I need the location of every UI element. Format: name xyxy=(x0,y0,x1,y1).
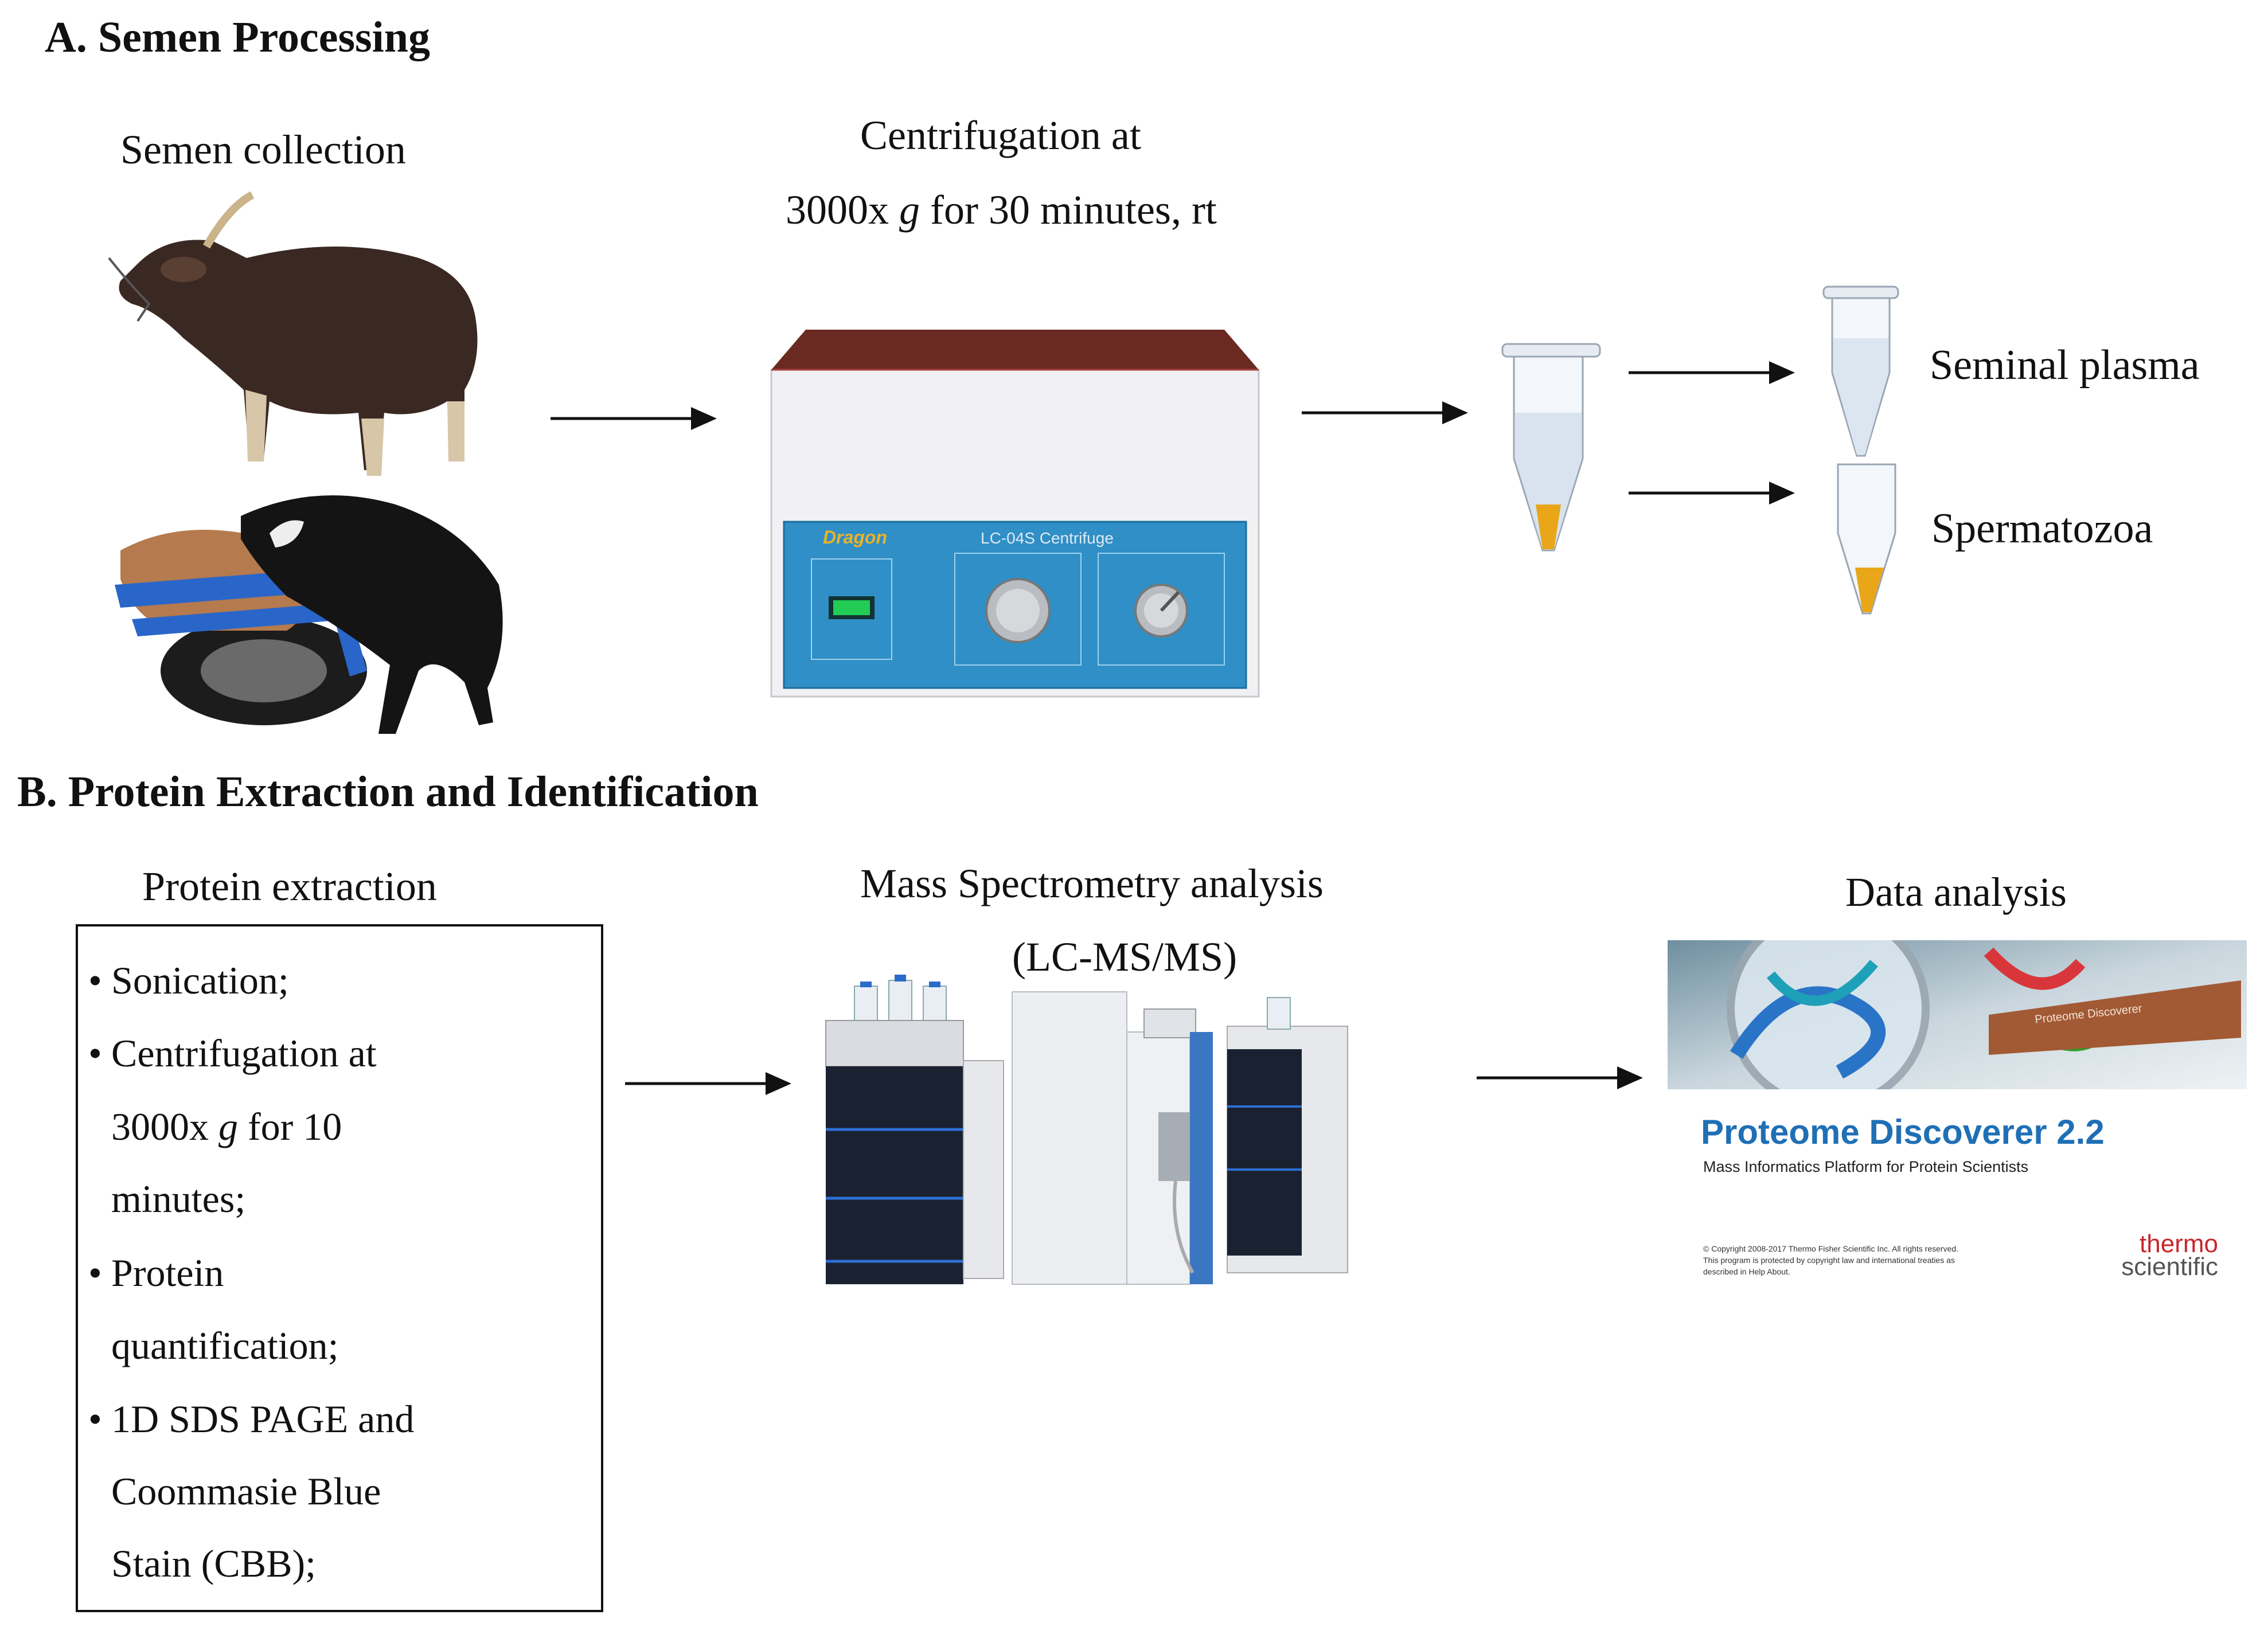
arrow-ms-to-data-analysis xyxy=(1477,1066,1643,1089)
centrifuge-body xyxy=(770,330,1260,698)
step-protein-quantification-line1: •Protein xyxy=(88,1251,224,1295)
seminal-plasma-tube xyxy=(1822,286,1899,457)
step-centrifugation-line1: •Centrifugation at xyxy=(88,1031,377,1075)
bull-illustration xyxy=(108,191,478,476)
proteome-discoverer-splash: Proteome Discoverer Proteome Discoverer … xyxy=(1668,940,2247,1307)
proteome-discoverer-subtitle: Mass Informatics Platform for Protein Sc… xyxy=(1703,1158,2029,1175)
step-protein-quantification-line2: quantification; xyxy=(111,1324,339,1367)
thermo-scientific-logo: thermo scientific xyxy=(2121,1230,2218,1281)
spermatozoa-tube xyxy=(1837,463,1896,615)
centrifuge-brand: Dragon xyxy=(823,527,887,548)
section-a-title: A. Semen Processing xyxy=(45,13,430,61)
arrow-to-seminal-plasma xyxy=(1629,361,1795,384)
step-sds-page-line1: •1D SDS PAGE and xyxy=(88,1397,415,1441)
centrifugation-speed: 3000x xyxy=(786,187,899,233)
semen-collection-label: Semen collection xyxy=(120,127,406,173)
step-centrifugation-line3: minutes; xyxy=(111,1177,246,1221)
arrow-to-spermatozoa xyxy=(1629,482,1795,505)
arrow-extraction-to-ms xyxy=(625,1072,791,1095)
protein-extraction-label: Protein extraction xyxy=(142,863,437,909)
g-force-symbol: g xyxy=(899,187,920,233)
arrow-centrifuge-to-tube xyxy=(1302,401,1468,424)
step-centrifugation-line2: 3000x g for 10 xyxy=(111,1105,342,1148)
proteome-discoverer-title: Proteome Discoverer 2.2 xyxy=(1701,1113,2105,1151)
centrifuge-model: LC-04S Centrifuge xyxy=(981,529,1114,547)
step-sds-page-line2: Coommasie Blue xyxy=(111,1469,381,1513)
step-sds-page-line3: Stain (CBB); xyxy=(111,1542,317,1585)
centrifugation-caption-line2: 3000x g for 30 minutes, rt xyxy=(786,186,1217,234)
centrifuged-tube xyxy=(1501,343,1601,552)
arrow-collection-to-centrifuge xyxy=(551,407,717,430)
section-b-title: B. Protein Extraction and Identification xyxy=(17,768,759,816)
centrifugation-caption-line1: Centrifugation at xyxy=(860,112,1141,158)
data-analysis-label: Data analysis xyxy=(1845,869,2067,915)
spermatozoa-label: Spermatozoa xyxy=(1931,505,2153,552)
centrifuge-device: Dragon LC-04S Centrifuge xyxy=(766,318,1264,702)
seminal-plasma-label: Seminal plasma xyxy=(1930,342,2200,389)
mass-spec-caption-line2: (LC-MS/MS) xyxy=(1012,934,1238,980)
splash-banner xyxy=(1668,940,2247,1089)
centrifugation-duration: for 30 minutes, rt xyxy=(920,187,1217,233)
step-sonication: •Sonication; xyxy=(88,959,289,1002)
mass-spec-caption-line1: Mass Spectrometry analysis xyxy=(860,861,1324,906)
lc-ms-instrument xyxy=(825,975,1348,1285)
protein-extraction-steps-box: •Sonication; •Centrifugation at 3000x g … xyxy=(76,924,603,1612)
mounting-illustration xyxy=(115,495,503,734)
copyright-notice: © Copyright 2008-2017 Thermo Fisher Scie… xyxy=(1703,1244,1959,1276)
